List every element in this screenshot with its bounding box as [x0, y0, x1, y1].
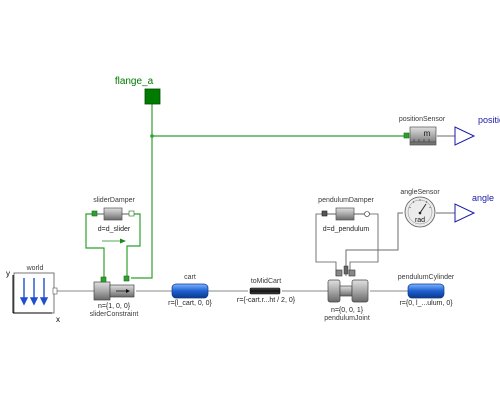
angle-sensor-label: angleSensor: [400, 189, 440, 196]
mechanical-wires: [85, 104, 404, 282]
wire-flange-down[interactable]: [131, 104, 153, 279]
angle-output-connector[interactable]: [454, 203, 476, 223]
slider-constraint-label: sliderConstraint: [90, 311, 139, 318]
slider-constraint-param: n={1, 0, 0}: [98, 303, 131, 310]
pendulum-cylinder-param: r={0, l_...ulum, 0}: [399, 300, 453, 307]
to-mid-cart-label: toMidCart: [251, 278, 281, 285]
world-axis-y: y: [6, 269, 10, 278]
angle-sensor-component[interactable]: [404, 196, 436, 228]
pendulum-joint-label: pendulumJoint: [324, 315, 370, 322]
world-component[interactable]: [12, 272, 58, 314]
pendulum-joint-component[interactable]: [327, 265, 369, 303]
wire-slider-damper-right[interactable]: [126, 213, 141, 279]
cart-component[interactable]: [171, 283, 209, 299]
signal-wires: [345, 135, 455, 276]
position-output-connector[interactable]: [454, 126, 476, 146]
slider-damper-param: d=d_slider: [98, 226, 131, 233]
cart-label: cart: [184, 274, 196, 281]
flange-connector[interactable]: [144, 88, 161, 105]
slider-damper-component[interactable]: [91, 207, 135, 244]
position-sensor-component[interactable]: [403, 126, 437, 146]
pendulum-joint-param: n={0, 0, 1}: [331, 307, 364, 314]
flange-label: flange_a: [115, 76, 154, 87]
slider-damper-label: sliderDamper: [93, 197, 135, 204]
position-sensor-unit: m: [424, 129, 431, 138]
pendulum-damper-param: d=d_pendulum: [323, 226, 370, 233]
to-mid-cart-component[interactable]: [249, 287, 281, 295]
world-label: world: [26, 265, 44, 272]
to-mid-cart-param: r={-cart.r...ht / 2, 0}: [237, 297, 296, 304]
joint-damper-wires: [315, 213, 379, 276]
pendulum-cylinder-component[interactable]: [407, 283, 445, 299]
slider-constraint-component[interactable]: [93, 275, 135, 301]
position-output-label: position: [478, 115, 500, 125]
wire-slider-damper-left[interactable]: [85, 213, 105, 282]
wire-joint-to-angle-sensor[interactable]: [345, 212, 403, 276]
pendulum-cylinder-label: pendulumCylinder: [398, 274, 455, 281]
pendulum-damper-label: pendulumDamper: [318, 197, 374, 204]
angle-sensor-unit: rad: [415, 217, 425, 224]
pendulum-damper-component[interactable]: [321, 207, 370, 221]
world-axis-x: x: [56, 315, 60, 324]
cart-param: r={l_cart, 0, 0}: [168, 300, 212, 307]
position-sensor-label: positionSensor: [399, 116, 446, 123]
angle-output-label: angle: [472, 193, 494, 203]
